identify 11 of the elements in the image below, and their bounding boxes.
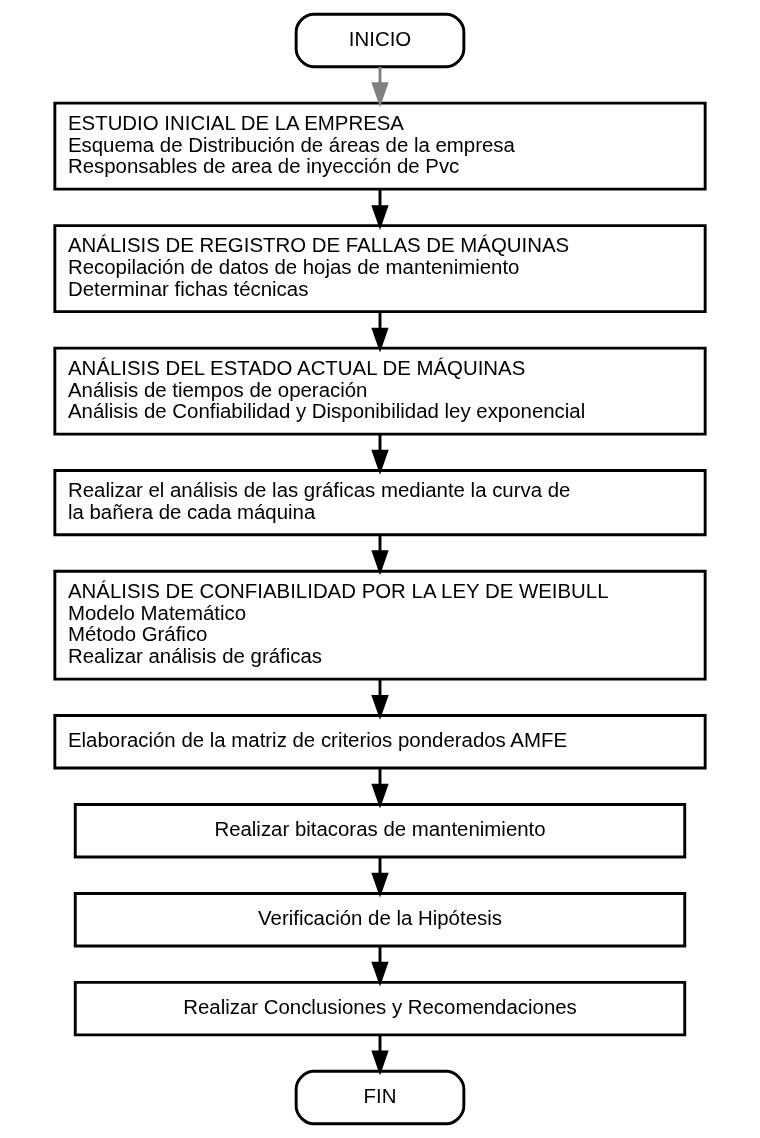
node-box: Elaboración de la matriz de criterios ponderados AMFE [53, 714, 707, 770]
node-box: Realizar el análisis de las gráficas mediante la curva de la bañera de cada máquina [53, 469, 707, 537]
node-box: FIN [294, 1069, 466, 1126]
node-box: ANÁLISIS DEL ESTADO ACTUAL DE MÁQUINAS Análisis de tiempos de operación Análisis de Confiabilidad y Disponibilidad ley exponencial [53, 346, 707, 436]
node-box: ESTUDIO INICIAL DE LA EMPRESA Esquema de Distribución de áreas de la empresa Responsables de area de inyección de Pvc [53, 101, 707, 191]
node-box: Verificación de la Hipótesis [73, 892, 687, 948]
node-box: INICIO [294, 12, 466, 69]
node-box: Realizar bitacoras de mantenimiento [73, 803, 687, 859]
node-box: ANÁLISIS DE REGISTRO DE FALLAS DE MÁQUINAS Recopilación de datos de hojas de mantenimiento Determinar fichas técnicas [53, 224, 707, 314]
node-box: Realizar Conclusiones y Recomendaciones [73, 980, 687, 1037]
node-box: ANÁLISIS DE CONFIABILIDAD POR LA LEY DE WEIBULL Modelo Matemático Método Gráfico Realizar análisis de gráficas [53, 569, 707, 681]
